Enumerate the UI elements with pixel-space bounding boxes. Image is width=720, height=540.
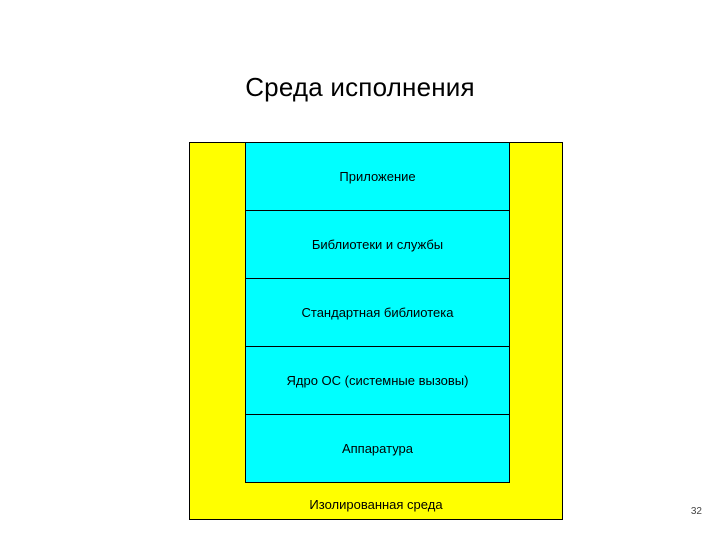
layer-application: Приложение: [246, 143, 509, 210]
layer-standard-library: Стандартная библиотека: [246, 278, 509, 346]
layer-stack: Приложение Библиотеки и службы Стандартн…: [245, 143, 510, 483]
layer-libraries-and-services: Библиотеки и службы: [246, 210, 509, 278]
page-number: 32: [690, 506, 702, 517]
layer-os-kernel: Ядро ОС (системные вызовы): [246, 346, 509, 414]
isolated-environment-label: Изолированная среда: [309, 497, 443, 512]
layer-hardware: Аппаратура: [246, 414, 509, 482]
slide-title: Среда исполнения: [245, 72, 475, 102]
isolated-environment-box: Приложение Библиотеки и службы Стандартн…: [189, 142, 563, 520]
